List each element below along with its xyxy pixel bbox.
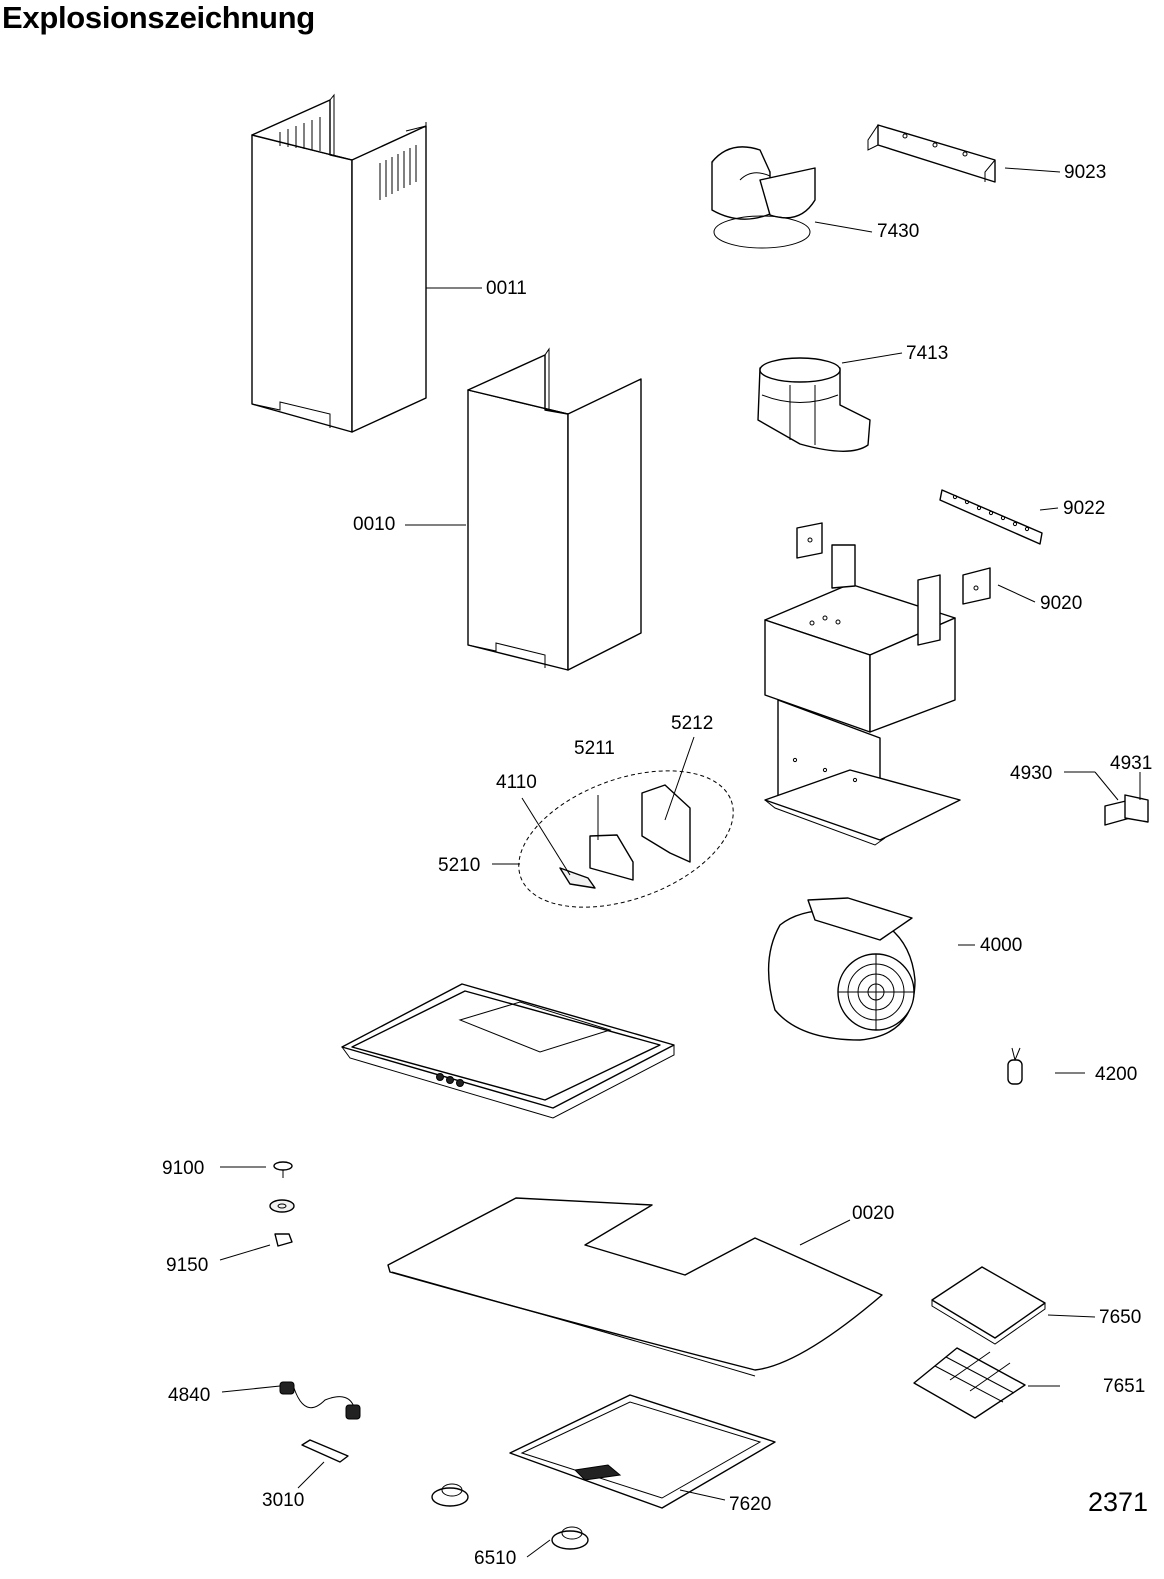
part-label-4840: 4840 xyxy=(168,1385,210,1406)
control-module-group xyxy=(518,770,734,908)
chimney-cover-lower xyxy=(467,347,642,671)
mounting-brackets-9020 xyxy=(796,522,991,605)
grease-filter xyxy=(509,1394,776,1509)
part-label-3010: 3010 xyxy=(262,1490,304,1511)
carbon-filter-7650 xyxy=(931,1266,1046,1345)
page-number: 2371 xyxy=(1088,1487,1149,1517)
filter-frame-7651 xyxy=(913,1347,1026,1419)
part-label-9020: 9020 xyxy=(1040,593,1082,614)
light-switch xyxy=(301,1439,349,1463)
leader-lines xyxy=(219,167,1141,1558)
part-label-7620: 7620 xyxy=(729,1494,771,1515)
part-label-9023: 9023 xyxy=(1064,162,1106,183)
part-label-5212: 5212 xyxy=(671,713,713,734)
motor-housing xyxy=(764,544,961,846)
power-cable xyxy=(279,1381,361,1420)
hood-body xyxy=(341,983,675,1119)
part-label-9150: 9150 xyxy=(166,1255,208,1276)
capacitor-4930 xyxy=(1104,790,1149,826)
part-label-7413: 7413 xyxy=(906,343,948,364)
part-label-6510: 6510 xyxy=(474,1548,516,1569)
part-label-4200: 4200 xyxy=(1095,1064,1137,1085)
air-guide-ring xyxy=(757,357,871,452)
capacitor-4200 xyxy=(1007,1047,1023,1085)
part-label-4000: 4000 xyxy=(980,935,1022,956)
part-label-7651: 7651 xyxy=(1103,1376,1145,1397)
part-label-7430: 7430 xyxy=(877,221,919,242)
glass-canopy xyxy=(387,1197,883,1377)
part-label-4931: 4931 xyxy=(1110,753,1152,774)
blower-motor xyxy=(767,897,916,1041)
air-outlet-adapter xyxy=(711,146,816,249)
part-label-0020: 0020 xyxy=(852,1203,894,1224)
part-label-9022: 9022 xyxy=(1063,498,1105,519)
part-label-0011: 0011 xyxy=(486,278,527,299)
chimney-cover-upper xyxy=(251,93,427,433)
page-title: Explosionszeichnung xyxy=(2,0,315,35)
part-label-5211: 5211 xyxy=(574,738,615,759)
part-label-9100: 9100 xyxy=(162,1158,204,1179)
part-label-7650: 7650 xyxy=(1099,1307,1141,1328)
part-labels: 0011 0010 9023 7430 7413 9022 9020 5212 … xyxy=(162,162,1152,1569)
part-label-5210: 5210 xyxy=(438,855,480,876)
part-label-0010: 0010 xyxy=(353,514,395,535)
lamp-holders xyxy=(431,1483,589,1550)
part-label-4930: 4930 xyxy=(1010,763,1052,784)
fixing-screw-and-nut xyxy=(269,1161,295,1247)
mounting-strip-9022 xyxy=(939,489,1043,545)
part-label-4110: 4110 xyxy=(496,772,537,793)
mounting-bracket-9023 xyxy=(867,124,996,183)
